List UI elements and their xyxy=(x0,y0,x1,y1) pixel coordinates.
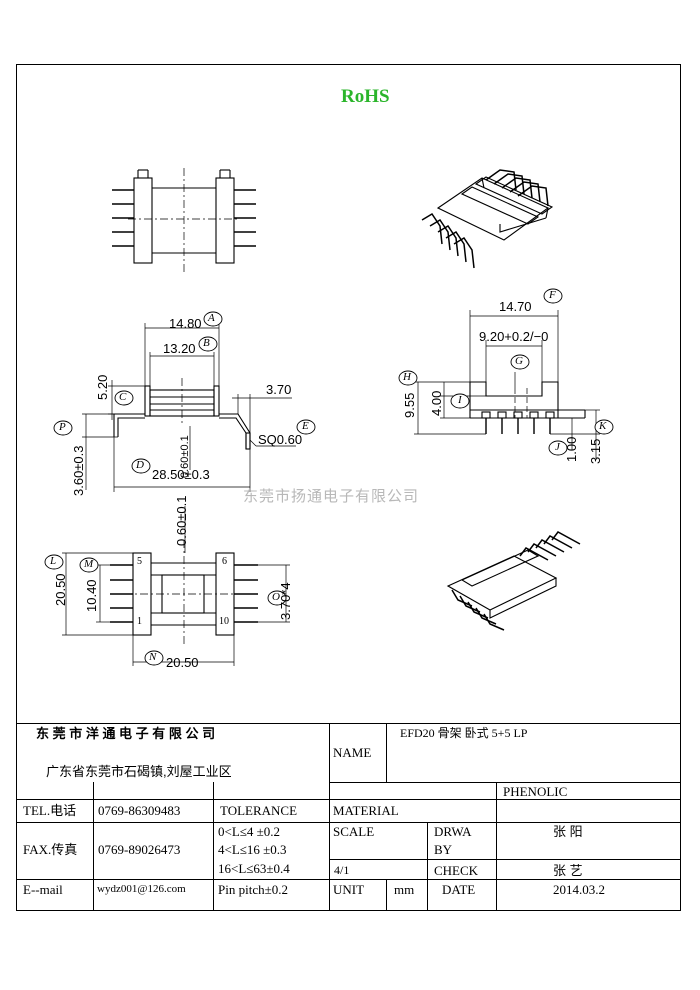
dim-13-20: 13.20 xyxy=(163,341,196,356)
watermark: 东莞市扬通电子有限公司 xyxy=(243,488,420,505)
date-value: 2014.03.2 xyxy=(553,882,605,897)
bubble-letter: N xyxy=(149,651,157,663)
tolerance-row-2: 4<L≤16 ±0.3 xyxy=(218,842,287,857)
bubble-letter: F xyxy=(549,289,556,301)
material-value: PHENOLIC xyxy=(503,784,568,799)
bubble-letter: J xyxy=(555,441,560,453)
name-value: EFD20 骨架 卧式 5+5 LP xyxy=(400,726,528,740)
bubble-f xyxy=(543,288,563,304)
bubble-letter: P xyxy=(59,421,66,433)
dim-3-70: 3.70 xyxy=(266,382,292,397)
bubble-letter: O xyxy=(272,591,280,603)
top-view xyxy=(112,168,256,272)
bubble-n xyxy=(144,650,164,666)
dim-4-00: 4.00 xyxy=(429,390,444,416)
tel-value: 0769-86309483 xyxy=(98,803,181,818)
bubble-k xyxy=(594,419,614,435)
scale-value: 4/1 xyxy=(334,863,350,877)
bubble-m xyxy=(79,557,99,573)
bubble-letter: H xyxy=(403,371,411,383)
unit-value: mm xyxy=(394,882,415,897)
dim-9-20: 9.20+0.2/−0 xyxy=(479,329,549,344)
fax-label: FAX.传真 xyxy=(23,842,78,857)
technical-drawing xyxy=(44,168,614,666)
dim-28-50: 28.50±0.3 xyxy=(152,467,210,482)
bubble-e xyxy=(296,419,316,435)
bubble-l xyxy=(44,554,64,570)
check-value: 张 艺 xyxy=(553,863,583,878)
bubble-letter: K xyxy=(599,420,607,432)
check-label: CHECK xyxy=(434,863,479,878)
dim-3-60: 3.60±0.3 xyxy=(71,445,86,496)
name-label: NAME xyxy=(333,745,372,760)
pin-number-10: 10 xyxy=(219,616,229,627)
bubble-b xyxy=(198,336,218,352)
tolerance-row-3: 16<L≤63±0.4 xyxy=(218,861,290,876)
dimension-lines xyxy=(62,310,600,666)
bubble-a xyxy=(203,311,223,327)
dim-20-50-horizontal: 20.50 xyxy=(166,655,199,670)
dim-3-15: 3.15 xyxy=(588,438,603,464)
scale-label: SCALE xyxy=(333,824,375,839)
bubble-o xyxy=(267,590,287,606)
drawn-by-label-2: BY xyxy=(434,842,453,857)
dim-14-70: 14.70 xyxy=(499,299,532,314)
bubble-letter: G xyxy=(515,355,523,367)
iso-view-top xyxy=(421,169,554,269)
dim-0-60-bottom: 0.60±0.1 xyxy=(174,495,189,546)
bubble-letter: L xyxy=(50,555,57,567)
date-label: DATE xyxy=(442,882,476,897)
bubble-d xyxy=(131,458,151,474)
tel-label: TEL.电话 xyxy=(23,803,77,818)
rohs-label: RoHS xyxy=(341,86,390,107)
bubble-letter: A xyxy=(208,312,215,324)
bubble-letter: B xyxy=(203,337,210,349)
bubble-callouts xyxy=(44,288,614,666)
bubble-p xyxy=(53,420,73,436)
bubble-g xyxy=(510,354,530,370)
bubble-i xyxy=(450,393,470,409)
unit-label: UNIT xyxy=(333,882,365,897)
bubble-letter: D xyxy=(136,459,144,471)
tolerance-label: TOLERANCE xyxy=(220,803,298,818)
front-view xyxy=(113,378,251,450)
company-name: 东 莞 市 洋 通 电 子 有 限 公 司 xyxy=(36,726,216,741)
iso-view-bottom xyxy=(446,531,581,631)
bubble-letter: I xyxy=(458,394,462,406)
dim-5-20: 5.20 xyxy=(95,374,110,400)
tolerance-row-1: 0<L≤4 ±0.2 xyxy=(218,824,281,839)
dim-20-50-vertical: 20.50 xyxy=(53,573,68,606)
bottom-view xyxy=(110,540,258,645)
bubble-c xyxy=(114,390,134,406)
drawn-by-value: 张 阳 xyxy=(553,824,583,839)
bubble-letter: E xyxy=(302,420,309,432)
pin-number-5: 5 xyxy=(137,556,142,567)
bubble-letter: C xyxy=(119,391,127,403)
dim-sq0-60: SQ0.60 xyxy=(258,432,303,447)
dim-1-00: 1.00 xyxy=(564,436,579,462)
dim-3-70x4: 3.70*4 xyxy=(278,582,293,620)
pin-number-6: 6 xyxy=(222,556,227,567)
dim-0-60-front: 0.60±0.1 xyxy=(179,435,191,478)
company-address: 广东省东莞市石碣镇,刘屋工业区 xyxy=(46,764,232,779)
outer-border xyxy=(16,64,681,911)
bubble-h xyxy=(398,370,418,386)
bubble-letter: M xyxy=(84,558,94,570)
dim-14-80: 14.80 xyxy=(169,316,202,331)
email-label: E--mail xyxy=(23,882,63,897)
bubble-j xyxy=(548,440,568,456)
dim-9-55: 9.55 xyxy=(402,392,417,418)
pin-pitch: Pin pitch±0.2 xyxy=(218,882,288,897)
pin-number-1: 1 xyxy=(137,616,142,627)
side-view xyxy=(469,381,586,434)
drawn-by-label-1: DRWA xyxy=(434,824,472,839)
email-value: wydz001@126.com xyxy=(97,883,186,895)
material-label: MATERIAL xyxy=(333,803,399,818)
fax-value: 0769-89026473 xyxy=(98,842,181,857)
dim-10-40: 10.40 xyxy=(84,579,99,612)
